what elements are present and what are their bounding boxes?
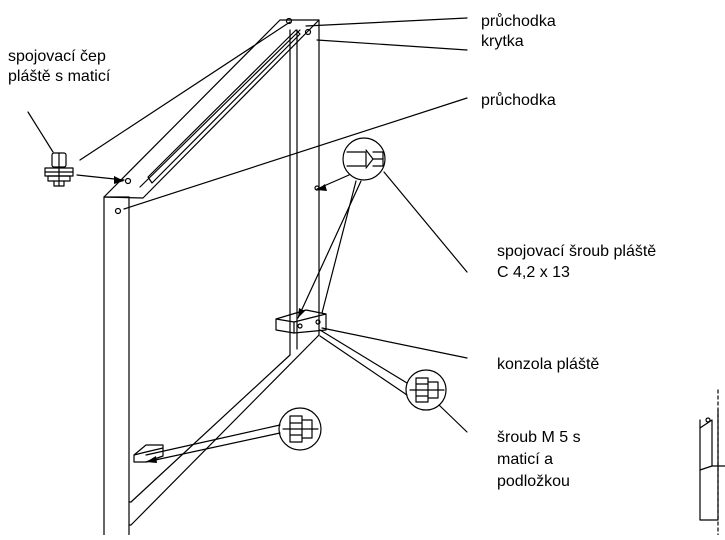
frame-top-strip [147,29,301,184]
leader-bolt-right-a [319,329,408,384]
cover-label: krytka [481,33,524,50]
leader-grommet-top [305,17,468,27]
detail-screw-circle [342,137,386,181]
connector-pin [44,152,74,187]
leader-bolt-left-b [145,432,281,463]
detail-bolt-circle-right [405,369,447,411]
leader-grommet-mid [123,97,468,210]
bracket-part [275,309,327,334]
side-view-partial [699,389,725,536]
frame-left-post [103,196,130,536]
hole-top-left [285,17,293,25]
leader-bolt-right-b [319,335,408,396]
grommet-mid-label: průchodka [481,92,556,109]
detail-bolt-circle-left [278,407,322,451]
bottom-clip [133,444,164,463]
frame-right-post [289,19,320,356]
hole-left-front [114,207,122,215]
frame-top-rail-inner [139,29,301,188]
leader-lines [27,17,468,463]
frame-bottom-rail [130,334,320,526]
frame [103,17,320,536]
bracket-label: konzola pláště [497,356,600,373]
frame-bottom-rail-front [128,501,132,526]
hole-top-right [304,28,312,36]
screw-label-line2: C 4,2 x 13 [497,264,570,281]
arrowheads [114,176,327,463]
leader-cover [316,39,468,51]
hole-left [124,177,132,185]
bolt-label-line2: maticí a [497,451,554,468]
pin-label-leader [27,111,54,153]
bolt-label-line3: podložkou [497,473,570,490]
connector-pin-label-line1: spojovací čep [8,48,106,65]
leader-bolt-label [438,404,468,433]
connector-pin-label-line2: pláště s maticí [8,68,111,85]
leader-bolt-left-a [145,424,281,456]
bolt-label-line1: šroub M 5 s [497,429,581,446]
leader-screw-label [383,171,468,273]
leader-screw-to-bracket-a [321,180,357,314]
grommet-top-label: průchodka [481,13,556,30]
pin-to-top-line [79,21,291,161]
screw-label-line1: spojovací šroub pláště [497,243,657,260]
leader-bracket-label [321,327,468,359]
leader-screw-to-bracket-b [297,180,362,319]
